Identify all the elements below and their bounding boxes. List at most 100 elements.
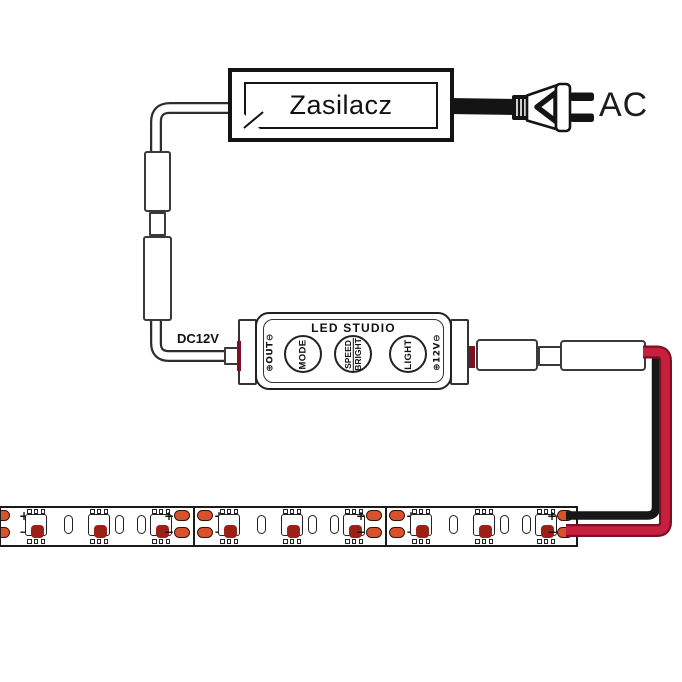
led-pin — [412, 509, 417, 514]
led-pin — [165, 539, 171, 544]
ac-cable — [447, 98, 518, 115]
led-body — [88, 514, 110, 538]
led-pin — [152, 509, 157, 514]
pad-plus-mark: + — [164, 509, 175, 523]
led-pin — [351, 509, 357, 514]
led-pin — [96, 509, 102, 514]
dc-connector-female — [144, 151, 171, 212]
psu-wire-core — [152, 104, 243, 156]
led-pin — [90, 509, 95, 514]
led-chip — [25, 509, 47, 544]
led-pin — [226, 509, 232, 514]
pad-minus-mark: − — [547, 525, 558, 539]
led-pin — [220, 539, 225, 544]
solder-pad-negative — [197, 527, 213, 538]
led-pin — [40, 509, 46, 514]
solder-pad-negative — [366, 527, 382, 538]
led-chip — [473, 509, 495, 544]
left-plug-seam — [237, 341, 241, 371]
led-core — [415, 524, 429, 538]
plug-face — [554, 82, 572, 133]
led-pin — [345, 539, 350, 544]
pad-plus-mark: + — [19, 510, 29, 522]
led-pin — [158, 539, 164, 544]
led-body — [281, 514, 303, 538]
led-chip — [218, 509, 240, 544]
resistor — [256, 515, 266, 534]
led-pin — [418, 539, 424, 544]
led-pin — [90, 539, 95, 544]
solder-pad-positive — [174, 510, 190, 521]
led-chip — [410, 509, 432, 544]
led-pin — [289, 509, 295, 514]
led-pin — [412, 539, 417, 544]
solder-pad-negative — [1, 527, 10, 538]
light-button: LIGHT — [389, 335, 427, 373]
led-pin — [296, 539, 302, 544]
dc-connector-male — [143, 236, 172, 321]
resistor — [499, 515, 509, 534]
led-pin — [283, 509, 288, 514]
solder-pad-positive — [389, 510, 405, 521]
led-pin — [233, 539, 239, 544]
resistor — [521, 515, 531, 534]
led-pin — [103, 539, 109, 544]
led-pin — [550, 509, 556, 514]
led-core — [93, 524, 107, 538]
led-core — [30, 524, 44, 538]
led-pin — [537, 509, 542, 514]
resistor — [448, 515, 458, 534]
led-pin — [425, 539, 431, 544]
led-body — [473, 514, 495, 538]
led-pin — [543, 539, 549, 544]
solder-pad-negative — [174, 527, 190, 538]
speed-bright-button: SPEED BRIGHT — [334, 335, 372, 373]
out-connector-female — [476, 339, 538, 371]
solder-pad-negative — [389, 527, 405, 538]
led-pin — [103, 509, 109, 514]
pad-minus-mark: − — [164, 525, 175, 539]
solder-pad-positive — [197, 510, 213, 521]
led-chip — [150, 509, 172, 544]
led-pin — [418, 509, 424, 514]
led-body — [343, 514, 365, 538]
strip-red-wire-outline — [566, 345, 672, 537]
led-strip: +−+−+−+−+−+− — [0, 506, 578, 547]
dc12v-label: DC12V — [177, 331, 219, 346]
led-chip — [281, 509, 303, 544]
led-core — [286, 524, 300, 538]
dc-connector-joint — [149, 212, 166, 236]
led-chip — [343, 509, 365, 544]
pad-minus-mark: − — [356, 525, 367, 539]
led-pin — [481, 539, 487, 544]
led-pin — [358, 539, 364, 544]
resistor — [114, 515, 124, 534]
led-pin — [33, 509, 39, 514]
solder-pad-positive — [1, 510, 10, 521]
ac-label: AC — [599, 86, 649, 124]
resistor — [307, 515, 317, 534]
led-core — [478, 524, 492, 538]
resistor — [329, 515, 339, 534]
led-pin — [475, 509, 480, 514]
led-pin — [345, 509, 350, 514]
led-pin — [233, 509, 239, 514]
plug-prong-top — [570, 92, 594, 101]
strip-cut-line — [193, 508, 195, 545]
led-pin — [481, 509, 487, 514]
led-body — [410, 514, 432, 538]
plug-prong-bottom — [570, 113, 594, 122]
led-body — [150, 514, 172, 538]
led-body — [535, 514, 557, 538]
led-pin — [296, 509, 302, 514]
led-pin — [475, 539, 480, 544]
led-pin — [537, 539, 542, 544]
led-pin — [33, 539, 39, 544]
led-core — [155, 524, 169, 538]
led-pin — [40, 539, 46, 544]
strip-cut-line — [385, 508, 387, 545]
led-pin — [543, 509, 549, 514]
mode-button: MODE — [284, 335, 322, 373]
